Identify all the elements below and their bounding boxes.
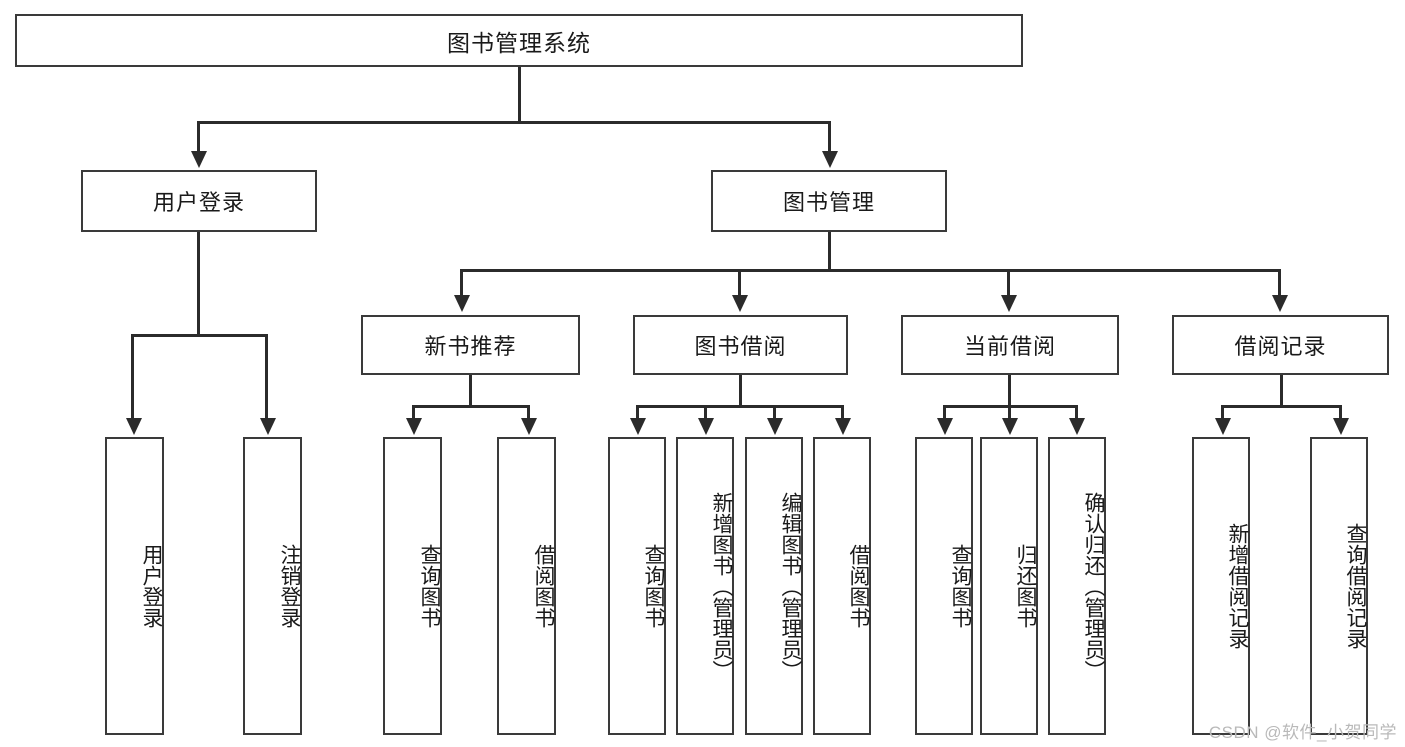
arrow-to-leaf-add-book — [698, 418, 714, 435]
node-label: 图书借阅 — [694, 334, 787, 359]
leaf-query-book-current[interactable]: 查询图书 — [915, 437, 973, 735]
node-label: 用户登录 — [140, 544, 163, 628]
arrow-to-leaf-borrow-book-2 — [835, 418, 851, 435]
leaf-borrow-book-new[interactable]: 借阅图书 — [497, 437, 556, 735]
connector-user-login-leg-2 — [265, 334, 268, 420]
connector-root-leg-left — [197, 121, 200, 153]
connector-current-borrow-leg-1 — [943, 405, 946, 420]
node-label: 编辑图书（管理员） — [779, 491, 802, 681]
arrow-to-leaf-borrow-book-1 — [521, 418, 537, 435]
node-root-system[interactable]: 图书管理系统 — [15, 14, 1023, 67]
arrow-to-leaf-return-book — [1002, 418, 1018, 435]
arrow-to-leaf-add-record — [1215, 418, 1231, 435]
connector-current-borrow-stem — [1008, 375, 1011, 408]
arrow-to-leaf-query-book-2 — [630, 418, 646, 435]
node-book-borrow[interactable]: 图书借阅 — [633, 315, 848, 375]
arrow-to-leaf-edit-book — [767, 418, 783, 435]
node-new-book-recommend[interactable]: 新书推荐 — [361, 315, 580, 375]
arrow-to-leaf-query-book-1 — [406, 418, 422, 435]
arrow-to-leaf-confirm-return — [1069, 418, 1085, 435]
node-label: 借阅图书 — [532, 544, 555, 628]
connector-user-login-stem — [197, 232, 200, 337]
leaf-add-book-admin[interactable]: 新增图书（管理员） — [676, 437, 734, 735]
connector-user-login-split-bar — [131, 334, 267, 337]
node-book-management[interactable]: 图书管理 — [711, 170, 947, 232]
connector-borrow-record-leg-1 — [1221, 405, 1224, 420]
connector-borrow-record-leg-2 — [1339, 405, 1342, 420]
leaf-return-book[interactable]: 归还图书 — [980, 437, 1038, 735]
leaf-query-borrow-record[interactable]: 查询借阅记录 — [1310, 437, 1368, 735]
connector-current-borrow-leg-2 — [1008, 405, 1011, 420]
connector-book-borrow-split-bar — [636, 405, 844, 408]
leaf-edit-book-admin[interactable]: 编辑图书（管理员） — [745, 437, 803, 735]
node-label: 新增图书（管理员） — [710, 491, 733, 681]
node-user-login[interactable]: 用户登录 — [81, 170, 317, 232]
connector-book-borrow-stem — [739, 375, 742, 408]
arrow-to-leaf-user-login — [126, 418, 142, 435]
leaf-query-book-new[interactable]: 查询图书 — [383, 437, 442, 735]
connector-book-borrow-leg-2 — [704, 405, 707, 420]
connector-new-book-leg-2 — [527, 405, 530, 420]
node-label: 注销登录 — [278, 544, 301, 628]
connector-borrow-record-stem — [1280, 375, 1283, 408]
connector-root-split-bar — [197, 121, 831, 124]
leaf-confirm-return-admin[interactable]: 确认归还（管理员） — [1048, 437, 1106, 735]
connector-level2-leg-4 — [1278, 269, 1281, 297]
node-label: 确认归还（管理员） — [1082, 491, 1105, 681]
node-label: 图书管理系统 — [447, 29, 591, 56]
arrow-to-new-book — [454, 295, 470, 312]
arrow-to-current-borrow — [1001, 295, 1017, 312]
arrow-to-leaf-query-record — [1333, 418, 1349, 435]
node-label: 查询借阅记录 — [1344, 523, 1367, 649]
node-label: 用户登录 — [152, 190, 245, 215]
arrow-to-book-management — [822, 151, 838, 168]
leaf-query-book-borrow[interactable]: 查询图书 — [608, 437, 666, 735]
connector-level2-split-bar — [460, 269, 1281, 272]
node-label: 新增借阅记录 — [1226, 523, 1249, 649]
node-borrow-record[interactable]: 借阅记录 — [1172, 315, 1389, 375]
connector-level2-leg-2 — [738, 269, 741, 297]
node-label: 借阅图书 — [847, 544, 870, 628]
arrow-to-leaf-logout — [260, 418, 276, 435]
connector-new-book-leg-1 — [412, 405, 415, 420]
arrow-to-leaf-query-book-3 — [937, 418, 953, 435]
node-label: 借阅记录 — [1234, 334, 1327, 359]
connector-book-borrow-leg-1 — [636, 405, 639, 420]
node-label: 新书推荐 — [424, 334, 517, 359]
arrow-to-user-login — [191, 151, 207, 168]
node-label: 归还图书 — [1014, 544, 1037, 628]
node-label: 图书管理 — [782, 190, 875, 215]
node-label: 查询图书 — [418, 544, 441, 628]
node-label: 查询图书 — [642, 544, 665, 628]
connector-root-stem — [518, 67, 521, 123]
connector-new-book-split-bar — [412, 405, 530, 408]
connector-current-borrow-leg-3 — [1075, 405, 1078, 420]
connector-level2-leg-3 — [1007, 269, 1010, 297]
leaf-borrow-book-borrow[interactable]: 借阅图书 — [813, 437, 871, 735]
node-label: 查询图书 — [949, 544, 972, 628]
leaf-logout[interactable]: 注销登录 — [243, 437, 302, 735]
connector-book-borrow-leg-3 — [773, 405, 776, 420]
leaf-add-borrow-record[interactable]: 新增借阅记录 — [1192, 437, 1250, 735]
arrow-to-borrow-record — [1272, 295, 1288, 312]
leaf-user-login[interactable]: 用户登录 — [105, 437, 164, 735]
connector-new-book-stem — [469, 375, 472, 408]
connector-root-leg-right — [828, 121, 831, 153]
connector-book-borrow-leg-4 — [841, 405, 844, 420]
connector-user-login-leg-1 — [131, 334, 134, 420]
node-current-borrow[interactable]: 当前借阅 — [901, 315, 1119, 375]
arrow-to-borrow-book — [732, 295, 748, 312]
connector-book-management-stem — [828, 232, 831, 272]
node-label: 当前借阅 — [963, 334, 1056, 359]
connector-level2-leg-1 — [460, 269, 463, 297]
connector-borrow-record-split-bar — [1221, 405, 1339, 408]
